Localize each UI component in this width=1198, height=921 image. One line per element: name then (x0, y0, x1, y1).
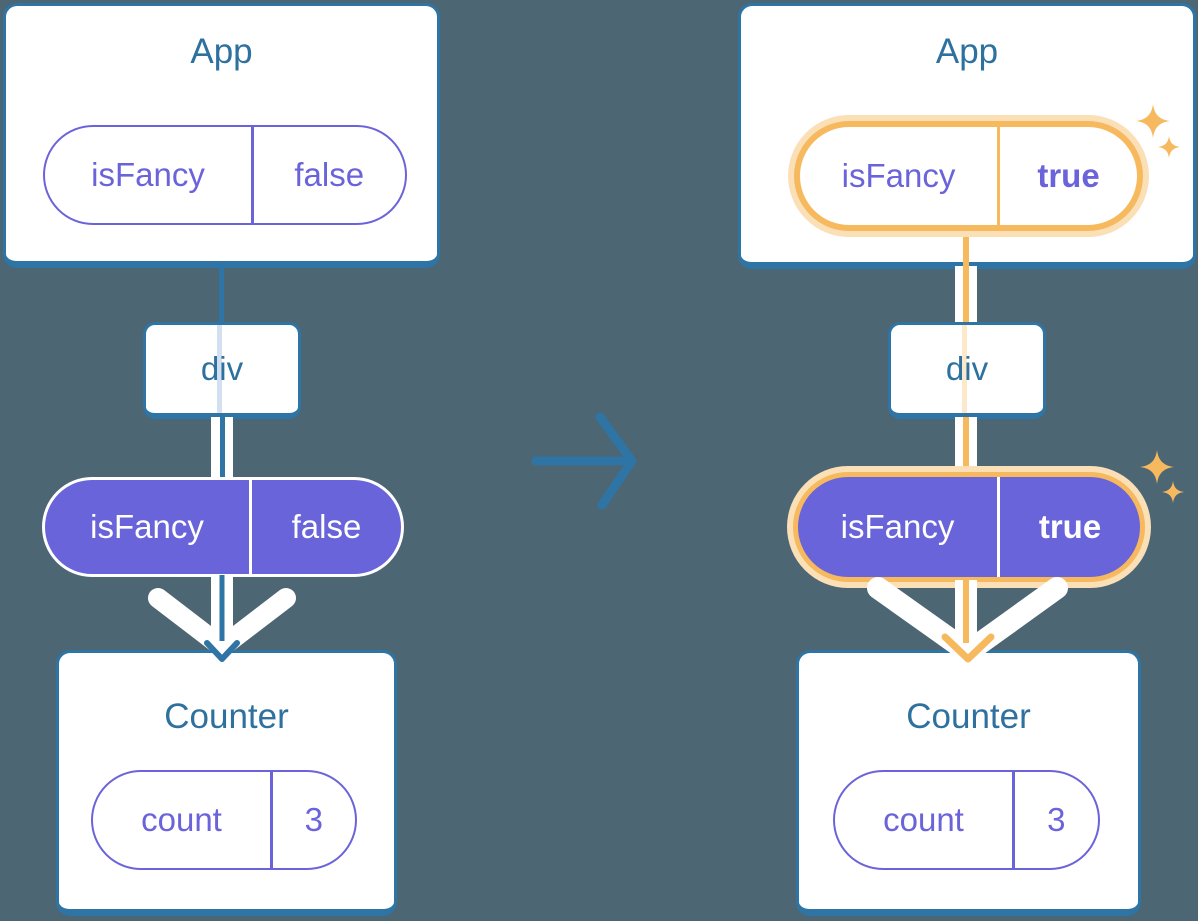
state-name: count (141, 801, 222, 838)
props-pill: isFancy false (43, 125, 407, 225)
state-value: 3 (1047, 801, 1066, 838)
pill-divider (251, 127, 254, 223)
prop-value: true (1038, 508, 1102, 545)
pill-divider (997, 477, 1000, 577)
div-to-pill-pipe (955, 417, 977, 479)
div-label: div (945, 350, 989, 387)
app-title: App (935, 32, 999, 71)
counter-title: Counter (164, 697, 289, 736)
white-chevron-icon (867, 577, 1068, 663)
app-to-div-connector (219, 265, 224, 325)
arrow-shaft (211, 575, 233, 648)
pipe-core (963, 417, 969, 479)
app-card: App isFancy false (3, 3, 440, 268)
prop-flow-line (963, 225, 969, 269)
prop-value: false (291, 508, 362, 545)
prop-flow-line (217, 325, 222, 413)
counter-card: Counter count 3 (56, 650, 397, 916)
arrow-core (963, 580, 969, 643)
arrow-core (219, 575, 225, 641)
pill-divider (270, 772, 273, 868)
sparkle-icon (1140, 450, 1174, 484)
pipe-core (219, 417, 225, 479)
count-state-pill: count 3 (91, 770, 357, 870)
transition-arrow-icon (531, 412, 637, 510)
passed-prop-pill-highlighted: isFancy true (793, 472, 1145, 582)
prop-flow-line (962, 325, 967, 413)
div-label: div (200, 350, 244, 387)
div-node: div (888, 322, 1046, 419)
props-pill-highlighted: isFancy true (794, 121, 1143, 231)
sparkle-icon (1136, 104, 1170, 138)
pipe-core (963, 266, 969, 324)
sparkle-icon (1158, 136, 1180, 158)
passed-prop-pill: isFancy false (42, 477, 404, 577)
prop-value: true (1037, 157, 1100, 194)
prop-name: isFancy (840, 508, 955, 545)
sparkle-icon (1162, 481, 1184, 503)
prop-value: false (294, 156, 365, 193)
card-to-div-pipe (955, 266, 977, 324)
pill-divider (1012, 772, 1015, 868)
pill-divider (997, 127, 1000, 225)
div-node: div (143, 322, 301, 419)
prop-name: isFancy (90, 508, 204, 545)
div-to-pill-pipe (211, 417, 233, 479)
counter-title: Counter (906, 697, 1031, 736)
pill-divider (249, 480, 252, 574)
state-value: 3 (304, 801, 323, 838)
state-name: count (883, 801, 964, 838)
prop-name: isFancy (91, 156, 205, 193)
prop-name: isFancy (841, 157, 956, 194)
arrow-shaft (955, 580, 977, 648)
white-chevron-icon (148, 588, 296, 657)
app-title: App (190, 32, 253, 71)
count-state-pill: count 3 (833, 770, 1100, 870)
counter-card: Counter count 3 (796, 650, 1141, 916)
